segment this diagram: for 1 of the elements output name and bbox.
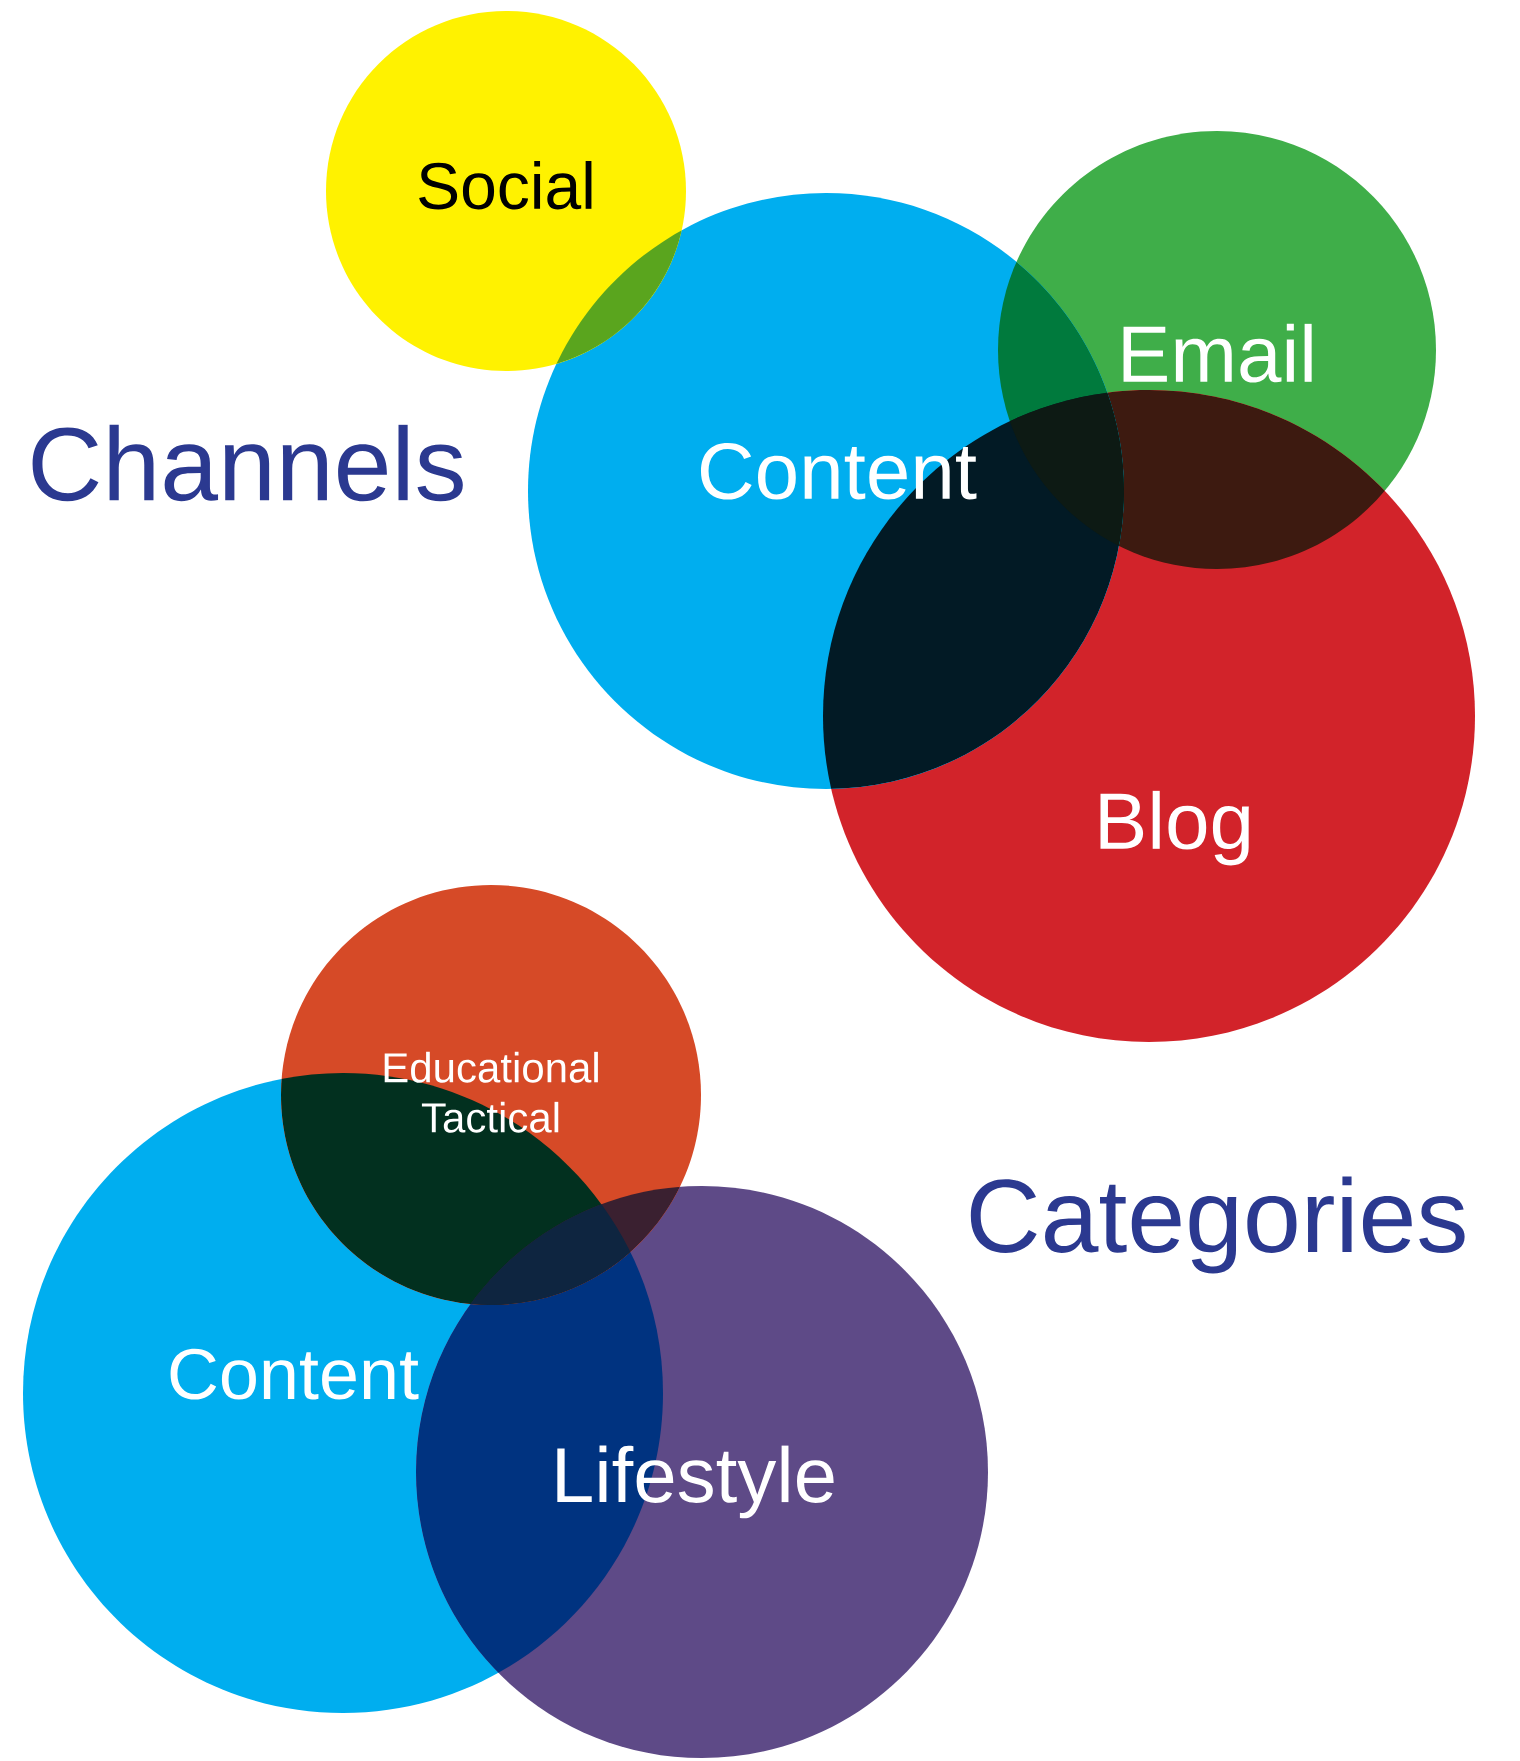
heading: Channels — [32, 424, 463, 502]
